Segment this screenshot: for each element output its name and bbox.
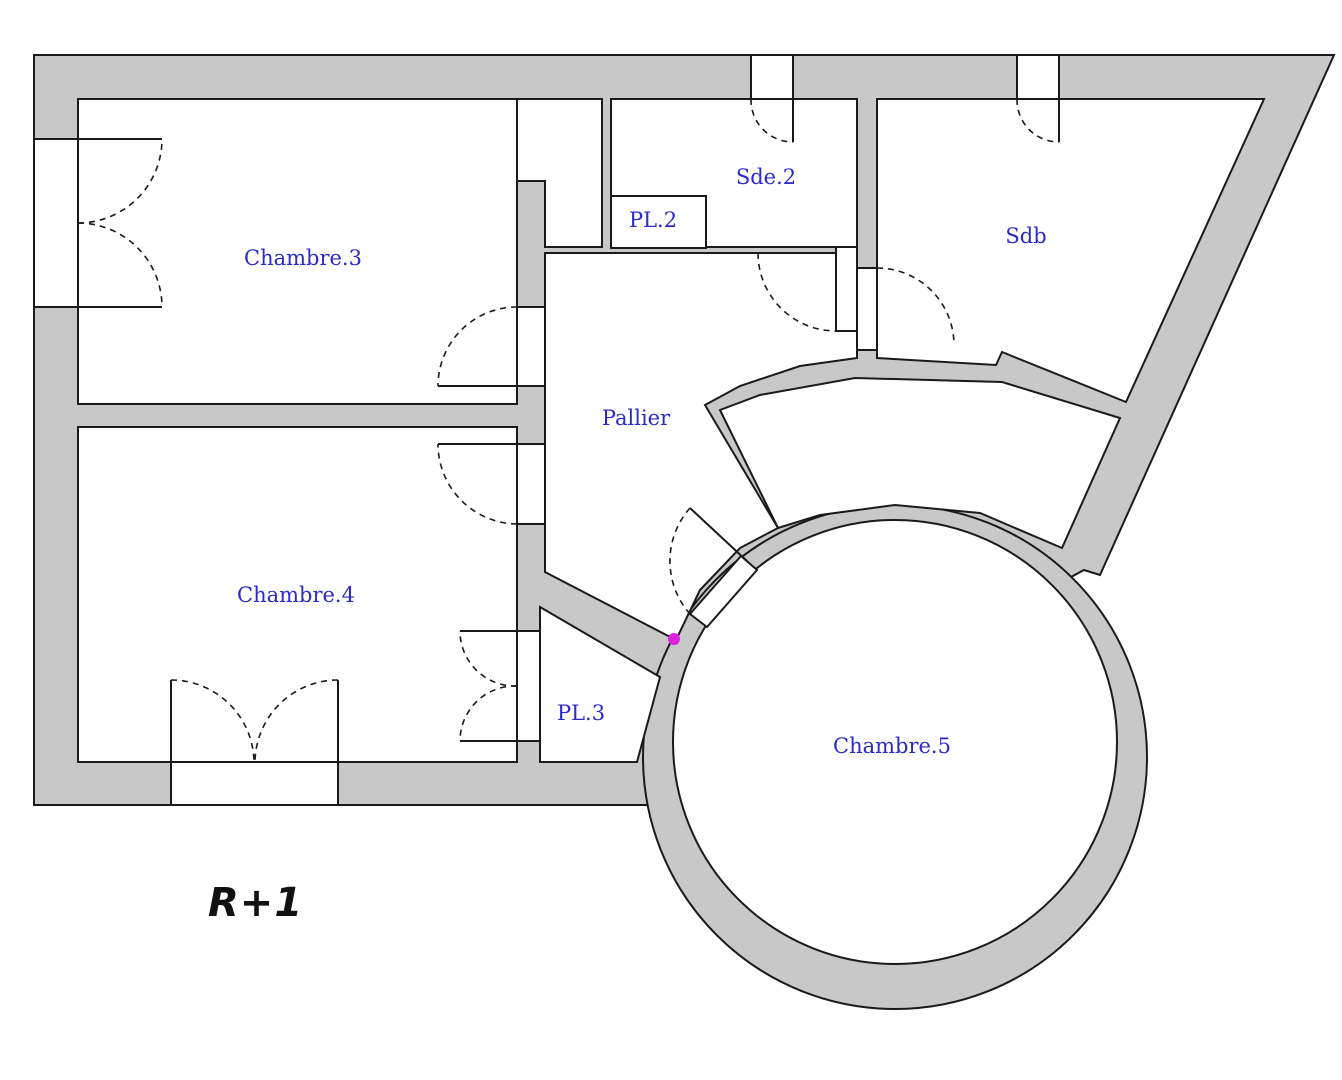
- room-chambre3-edge: [516, 98, 603, 248]
- door-swing-sdb: [876, 267, 955, 346]
- door-opening-sde2: [835, 246, 858, 332]
- door-swing-pl3-bottom: [459, 685, 518, 742]
- door-swing-sde2-window: [750, 98, 794, 143]
- door-leaf-chambre5: [689, 507, 749, 563]
- door-opening-chambre4: [516, 443, 546, 525]
- window-sdb: [1016, 54, 1060, 100]
- window-chambre4: [170, 761, 339, 806]
- label-chambre3: Chambre.3: [244, 246, 362, 270]
- room-pl2: [610, 195, 707, 249]
- label-pl2: PL.2: [629, 208, 677, 232]
- room-chambre3: [77, 98, 518, 405]
- door-swing-chambre3: [437, 306, 518, 387]
- door-opening-sdb: [856, 267, 878, 351]
- marker-dot: [668, 633, 680, 645]
- door-swing-pl3-top: [459, 630, 518, 687]
- door-swing-sdb-window: [1016, 98, 1060, 143]
- door-swing-chambre3-window-bottom: [77, 222, 163, 308]
- door-opening-pl3: [516, 630, 541, 742]
- door-swing-chambre4-window-left: [170, 679, 255, 763]
- label-pl3: PL.3: [557, 701, 605, 725]
- door-swing-chambre4-window-right: [254, 679, 339, 763]
- label-chambre4: Chambre.4: [237, 583, 355, 607]
- room-corridor: [718, 376, 1122, 550]
- door-swing-chambre3-window-top: [77, 138, 163, 224]
- door-opening-chambre3: [516, 306, 546, 387]
- window-chambre3: [33, 138, 79, 308]
- door-swing-chambre4: [437, 443, 518, 525]
- door-swing-chambre5: [669, 507, 691, 615]
- label-sde2: Sde.2: [736, 165, 796, 189]
- room-sdb: [876, 98, 1266, 404]
- window-sde2: [750, 54, 794, 100]
- door-swing-sde2: [757, 252, 837, 332]
- label-chambre5: Chambre.5: [833, 734, 951, 758]
- level-label: R+1: [208, 880, 304, 926]
- label-sdb: Sdb: [1005, 224, 1046, 248]
- label-pallier: Pallier: [602, 406, 671, 430]
- room-chambre4: [77, 426, 518, 763]
- door-opening-chambre5: [688, 554, 759, 629]
- room-chambre5: [672, 519, 1118, 965]
